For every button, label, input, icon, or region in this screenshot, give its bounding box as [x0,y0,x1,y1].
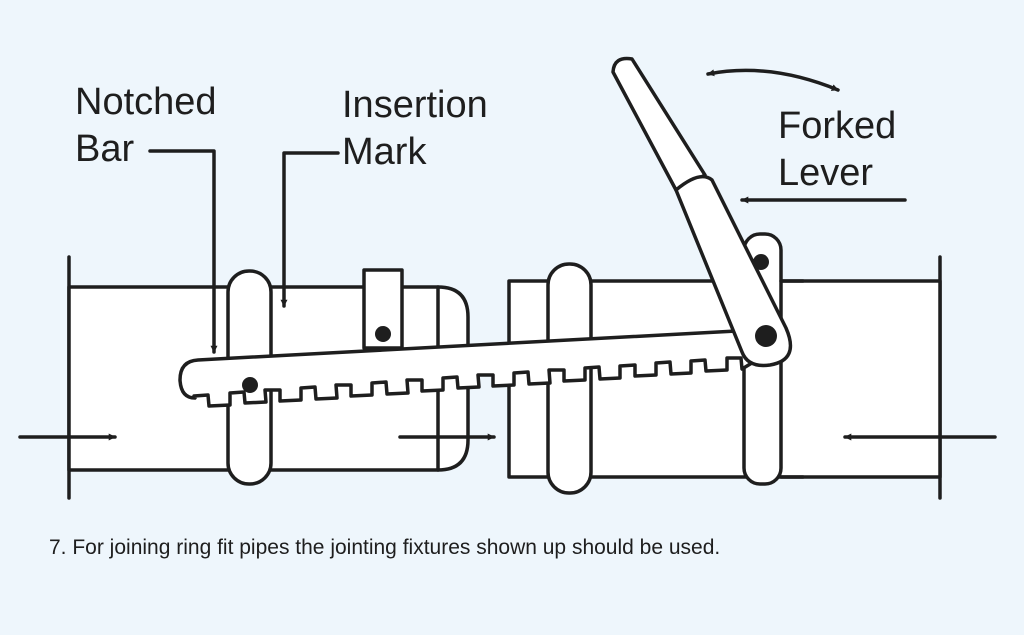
forked-lever-label: Forked Lever [778,103,896,197]
forked-lever-label-line1: Forked [778,105,897,147]
insertion-mark-label: Insertion Mark [342,82,488,176]
right-clamp-pin [753,254,769,270]
insertion-mark-leader [280,151,340,308]
lever-swing-arrow [706,68,840,92]
forked-lever-handle [611,56,707,192]
insertion-mark-pin [375,326,391,342]
insertion-mark-label-line2: Mark [342,131,427,173]
forked-lever-pivot [755,325,777,347]
notched-bar-leader [148,149,218,354]
forked-lever-body [674,174,793,368]
notched-bar [178,328,772,408]
notched-bar-label: Notched Bar [75,79,217,173]
notched-bar-pin [242,377,258,393]
notched-bar-label-line1: Notched [75,81,217,123]
forked-lever-label-line2: Lever [778,152,874,194]
insertion-mark-label-line1: Insertion [342,84,488,126]
caption: 7. For joining ring fit pipes the jointi… [49,536,721,559]
notched-bar-label-line2: Bar [75,128,135,170]
